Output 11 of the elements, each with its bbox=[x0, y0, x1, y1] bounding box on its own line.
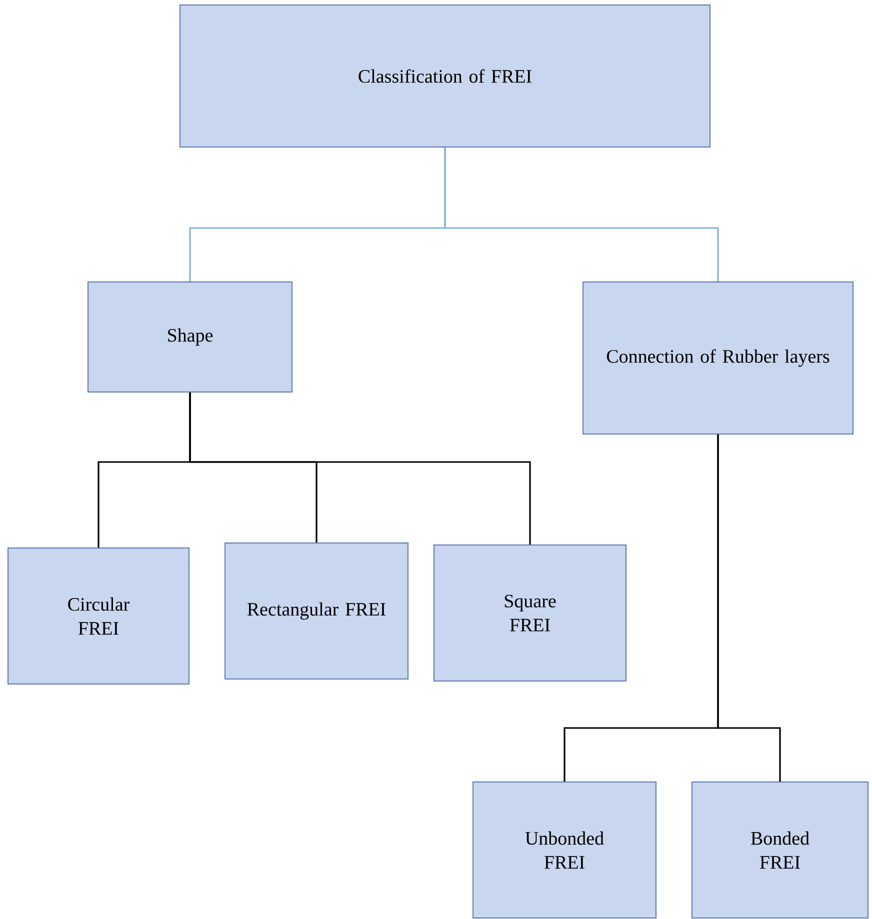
category-box: Circular FREI bbox=[8, 548, 190, 684]
category-box: Rectangular FREI bbox=[224, 542, 408, 680]
category-box: Shape bbox=[88, 282, 292, 392]
category-box: Bonded FREI bbox=[692, 782, 868, 918]
connector-line bbox=[444, 148, 719, 282]
category-box: Classification of FREI bbox=[180, 4, 710, 148]
category-box: Connection of Rubber layers bbox=[582, 282, 854, 434]
connector-line bbox=[717, 434, 781, 782]
connector-line bbox=[189, 392, 531, 544]
category-box: Square FREI bbox=[434, 544, 626, 682]
category-box: Unbonded FREI bbox=[472, 782, 656, 918]
